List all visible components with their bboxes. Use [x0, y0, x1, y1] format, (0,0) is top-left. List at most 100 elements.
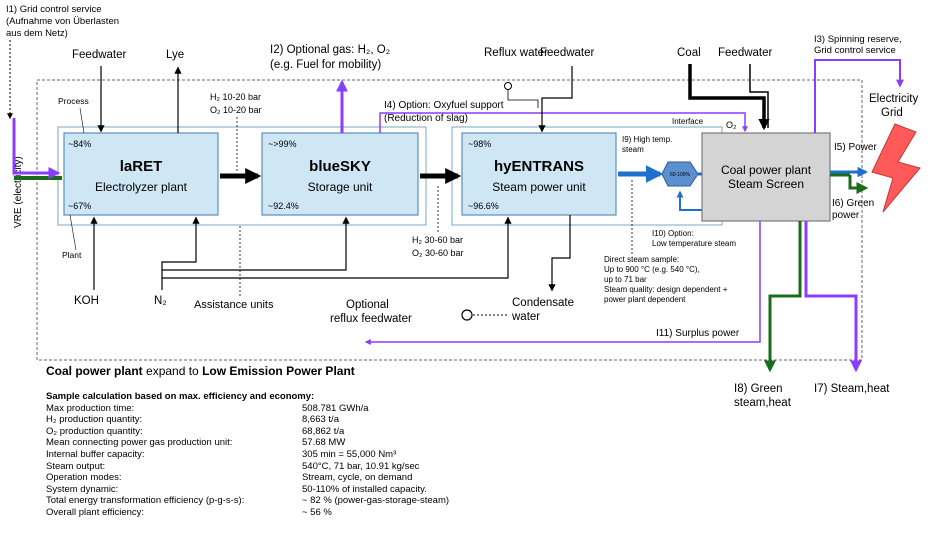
feedwater2-label: Feedwater: [540, 47, 595, 59]
summary-row: System dynamic:50-110% of installed capa…: [46, 484, 449, 496]
headline-part2: expand to: [142, 364, 203, 378]
reflux-water-label1: Reflux water: [484, 47, 548, 59]
summary-key: Mean connecting power gas production uni…: [46, 437, 233, 449]
n2-label: N₂: [154, 295, 167, 307]
surplus-power-arrow: [364, 221, 761, 345]
condensate-arrow: [548, 215, 571, 292]
hyentrans-sub: Steam power unit: [492, 180, 586, 194]
n2-arrow-laret: [161, 216, 200, 290]
i3-label: I3) Spinning reserve,: [814, 34, 902, 45]
summary-value: Stream, cycle, on demand: [302, 472, 413, 484]
summary-value: 50-110% of installed capacity.: [302, 483, 427, 495]
i10-sub: Low temperature steam: [652, 239, 736, 248]
i6-label: I6) Green: [832, 198, 874, 209]
i11-label: I11) Surplus power: [656, 328, 740, 339]
headline-part1: Coal power plant: [46, 364, 143, 378]
assistance-label: Assistance units: [194, 299, 274, 311]
condensate1: Condensate: [512, 297, 574, 309]
summary-key: Operation modes:: [46, 472, 122, 484]
i9-sub: steam: [622, 145, 644, 154]
laret-bottom-eff: ~67%: [68, 201, 91, 211]
summary-key: Overall plant efficiency:: [46, 506, 145, 518]
hyentrans-top-eff: ~98%: [468, 139, 491, 149]
green-power-arrow: [848, 175, 869, 194]
bluesky-box: [261, 132, 419, 216]
sample-calculation: Sample calculation based on max. efficie…: [46, 391, 449, 519]
summary-row: O₂ production quantity:68,862 t/a: [46, 426, 449, 438]
grid-label2: Grid: [881, 107, 903, 119]
coal-plant-box: [701, 132, 831, 222]
laret-top-eff: ~84%: [68, 139, 91, 149]
feedwater3-label: Feedwater: [718, 47, 773, 59]
i1-label: I1) Grid control service: [6, 4, 102, 15]
summary-row: Steam output: 540°C, 71 bar, 10.91 kg/sec: [46, 461, 449, 473]
direct-steam-1: Direct steam sample:: [604, 255, 679, 264]
lightning-icon: [871, 123, 921, 213]
i2-label: I2) Optional gas: H₂, O₂: [270, 44, 390, 56]
grid-label1: Electricity: [869, 93, 918, 105]
i8-sub: steam,heat: [734, 397, 792, 409]
direct-steam-4: Steam quality: design dependent +: [604, 285, 728, 294]
i4-sub: (Reduction of slag): [384, 113, 468, 124]
hyentrans-box: [461, 132, 617, 216]
laret-box: [63, 132, 219, 216]
summary-key: Internal buffer capacity:: [46, 448, 145, 460]
summary-row: Total energy transformation efficiency (…: [46, 495, 449, 507]
summary-key: Steam output:: [46, 460, 106, 472]
summary-key: Total energy transformation efficiency (…: [46, 495, 245, 507]
coal-arrow: [688, 64, 770, 131]
process-pointer: [79, 107, 85, 134]
headline: Coal power plant expand to Low Emission …: [46, 364, 355, 378]
summary-row: Mean connecting power gas production uni…: [46, 437, 449, 449]
summary-value: 508.781 GWh/a: [302, 402, 369, 414]
summary-value: 540°C, 71 bar, 10.91 kg/sec: [302, 460, 420, 472]
laret-name: laRET: [120, 158, 163, 175]
bluesky-name: blueSKY: [309, 158, 371, 175]
summary-row: Operation modes: Stream, cycle, on demand: [46, 472, 449, 484]
n2-arrow-hyentrans: [162, 216, 512, 279]
i7-label: I7) Steam,heat: [814, 383, 890, 395]
valve-icon: [661, 161, 699, 187]
direct-steam-5: power plant dependent: [604, 295, 686, 304]
summary-title: Sample calculation based on max. efficie…: [46, 391, 315, 402]
summary-value: 68,862 t/a: [302, 425, 345, 437]
summary-key: Max production time:: [46, 402, 135, 414]
direct-steam-3: up to 71 bar: [604, 275, 647, 284]
h2-pressure1: H₂ 10-20 bar: [210, 92, 261, 102]
i10-label: I10) Option:: [652, 229, 694, 238]
feedwater3-line: [749, 64, 769, 128]
summary-value: 8,663 t/a: [302, 414, 339, 426]
n2-arrow-bluesky: [162, 216, 350, 271]
interface-label: Interface: [672, 117, 704, 126]
coal-label: Coal: [677, 47, 701, 59]
i8-label: I8) Green: [734, 383, 783, 395]
hyentrans-bottom-eff: ~96.6%: [468, 201, 499, 211]
headline-part3: Low Emission Power Plant: [202, 364, 355, 378]
koh-label: KOH: [74, 295, 99, 307]
vre-purple-line: [12, 118, 61, 179]
spinning-reserve-arrow: [814, 59, 904, 133]
optional-reflux1: Optional: [346, 299, 389, 311]
i2-sub: (e.g. Fuel for mobility): [270, 59, 381, 71]
o2-pressure2: O₂ 30-60 bar: [412, 248, 464, 258]
summary-value: ~ 82 % (power-gas-storage-steam): [302, 495, 450, 507]
coal-plant-sub: Steam Screen: [728, 177, 804, 191]
optional-reflux2: reflux feedwater: [330, 313, 412, 325]
laret-sub: Electrolyzer plant: [95, 180, 188, 194]
i1-sub1: (Aufnahme von Überlasten: [6, 16, 119, 27]
steam-heat-arrow: [804, 221, 862, 373]
direct-steam-2: Up to 900 °C (e.g. 540 °C),: [604, 265, 700, 274]
bluesky-top-eff: ~>99%: [268, 139, 297, 149]
summary-row: Max production time: 508.781 GWh/a: [46, 403, 449, 415]
lye-label: Lye: [166, 49, 184, 61]
valve-label: 60-100%: [670, 172, 691, 178]
summary-key: H₂ production quantity:: [46, 414, 143, 426]
i6-sub: power: [832, 210, 860, 221]
o2-pressure1: O₂ 10-20 bar: [210, 105, 262, 115]
green-steam-arrow: [764, 221, 802, 373]
o2-label: O₂: [726, 120, 737, 130]
summary-value: 57.68 MW: [302, 437, 346, 449]
bluesky-bottom-eff: ~92.4%: [268, 201, 299, 211]
i5-label: I5) Power: [834, 142, 877, 153]
